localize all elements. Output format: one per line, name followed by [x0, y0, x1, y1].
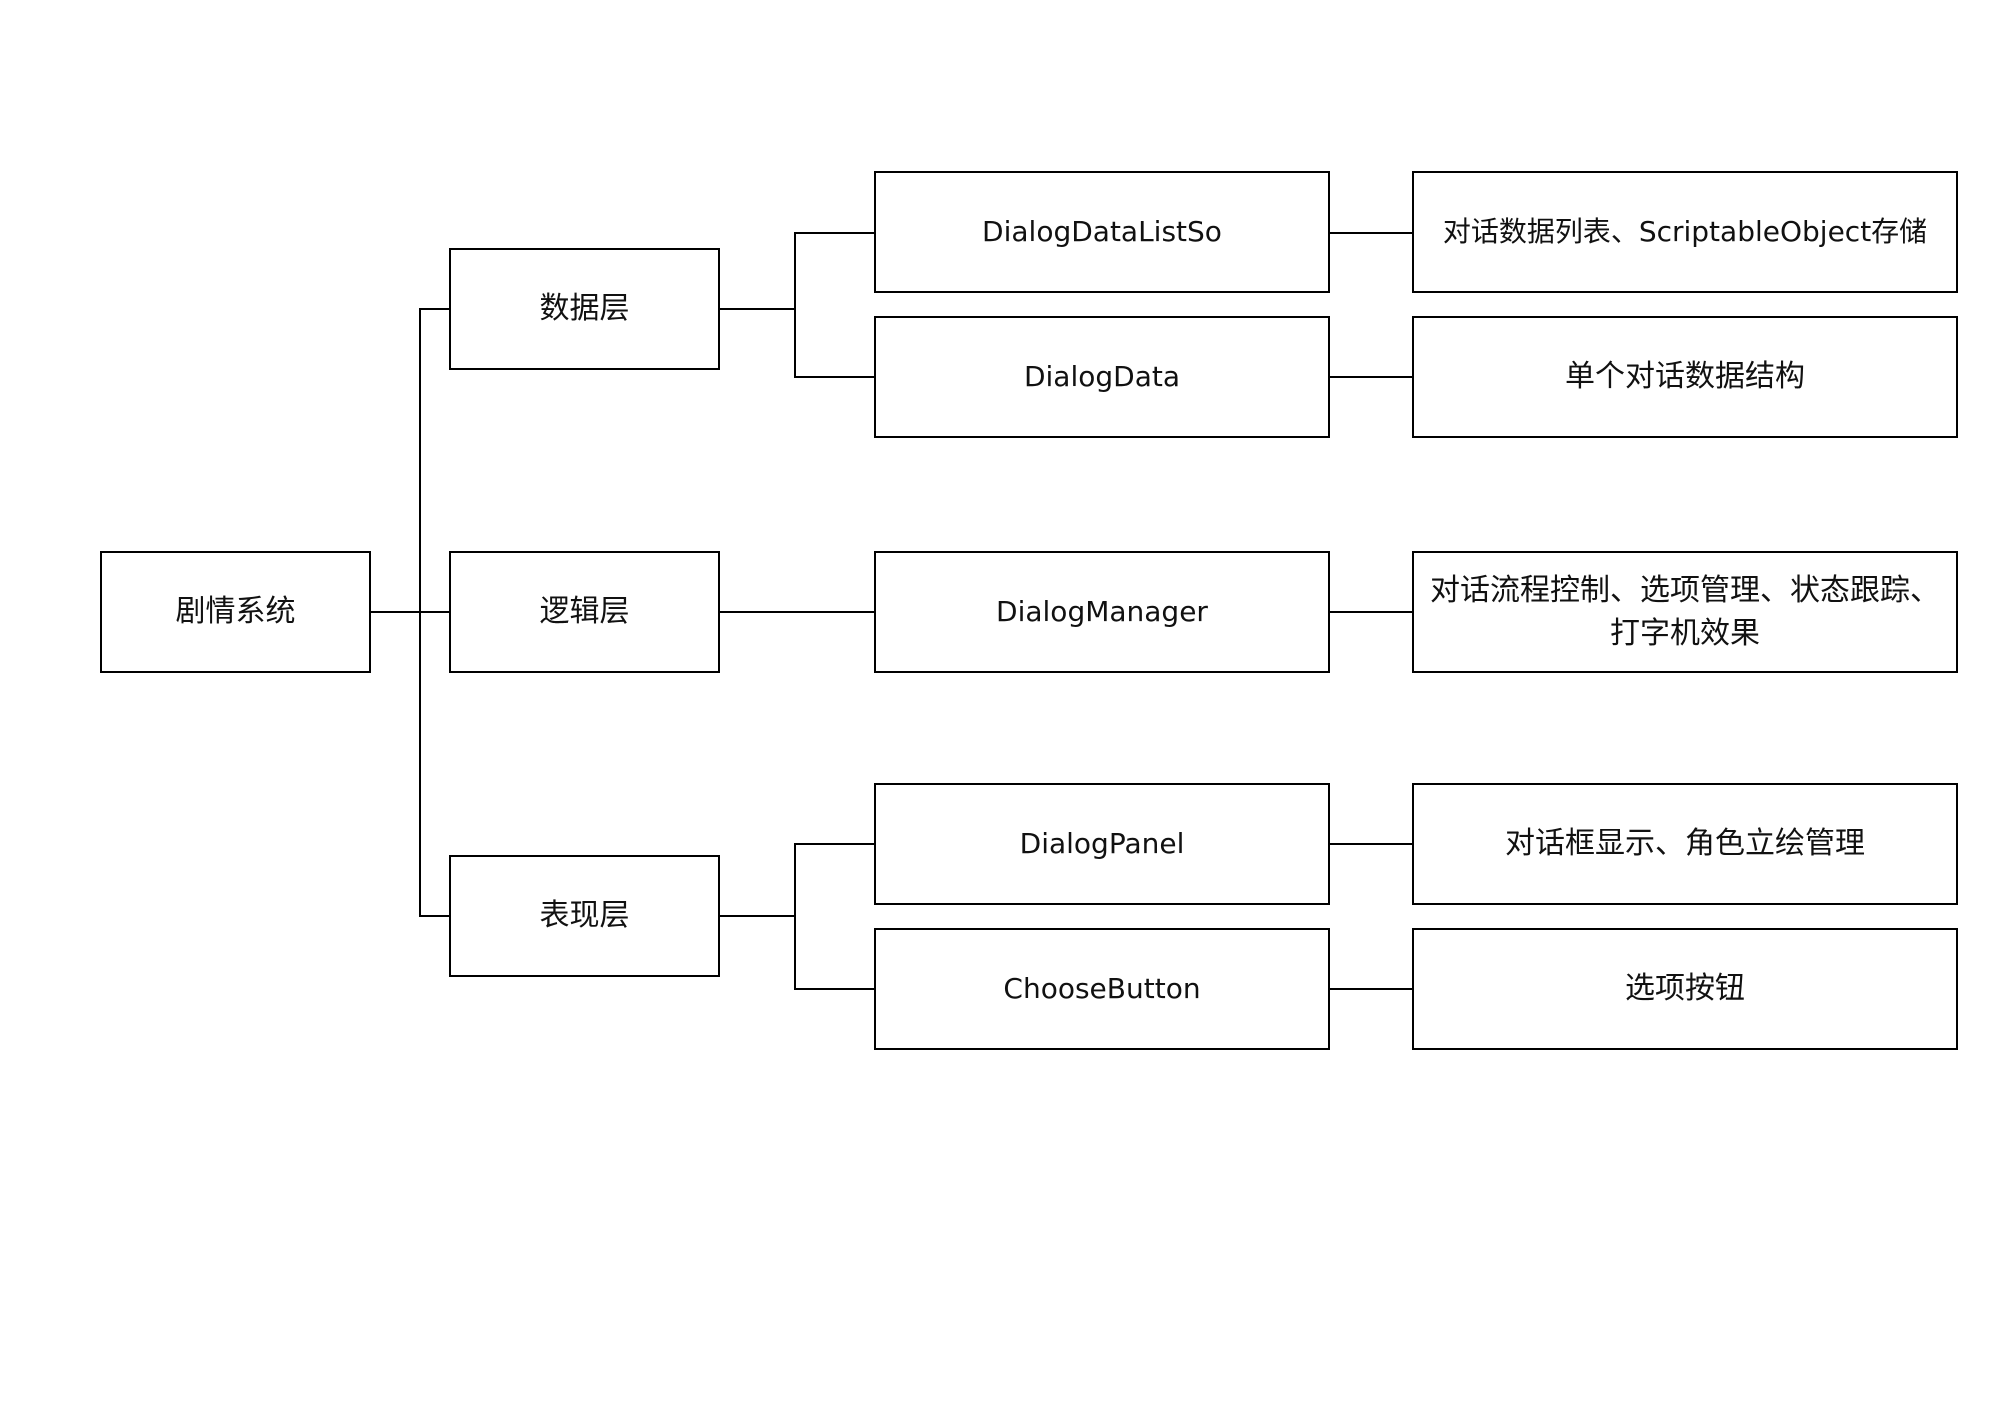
connector-root-trunk: [371, 611, 421, 613]
dialog-data-description: 单个对话数据结构: [1565, 359, 1805, 394]
presentation-layer-node: 表现层: [449, 855, 720, 977]
dialog-manager-description: 对话流程控制、选项管理、状态跟踪、打字机效果: [1430, 573, 1940, 651]
dialog-data-label: DialogData: [1023, 360, 1181, 393]
logic-layer-node: 逻辑层: [449, 551, 720, 673]
dialog-manager-label: DialogManager: [996, 595, 1208, 628]
dialog-data-node: DialogData: [874, 316, 1330, 438]
connector-choose-button-desc: [1328, 988, 1414, 990]
connector-presentation-layer-trunk: [720, 915, 796, 917]
connector-to-choose-button: [794, 988, 876, 990]
connector-presentation-layer-spine: [794, 843, 796, 990]
choose-button-label: ChooseButton: [1003, 972, 1201, 1005]
choose-button-description: 选项按钮: [1625, 971, 1745, 1006]
dialog-panel-description-node: 对话框显示、角色立绘管理: [1412, 783, 1958, 905]
root-label: 剧情系统: [175, 594, 296, 629]
connector-data-layer-trunk: [720, 308, 796, 310]
data-layer-label: 数据层: [539, 291, 630, 326]
dialog-panel-node: DialogPanel: [874, 783, 1330, 905]
connector-to-dialog-panel: [794, 843, 876, 845]
dialog-data-list-so-description-node: 对话数据列表、ScriptableObject存储: [1412, 171, 1958, 293]
dialog-data-description-node: 单个对话数据结构: [1412, 316, 1958, 438]
dialog-data-list-so-description: 对话数据列表、ScriptableObject存储: [1442, 215, 1928, 248]
dialog-data-list-so-node: DialogDataListSo: [874, 171, 1330, 293]
choose-button-node: ChooseButton: [874, 928, 1330, 1050]
connector-to-logic-layer: [419, 611, 451, 613]
connector-dialog-data-list-so-desc: [1328, 232, 1414, 234]
dialog-manager-node: DialogManager: [874, 551, 1330, 673]
dialog-manager-description-node: 对话流程控制、选项管理、状态跟踪、打字机效果: [1412, 551, 1958, 673]
dialog-data-list-so-label: DialogDataListSo: [982, 215, 1222, 248]
choose-button-description-node: 选项按钮: [1412, 928, 1958, 1050]
connector-to-dialog-manager: [720, 611, 876, 613]
dialog-panel-description: 对话框显示、角色立绘管理: [1505, 826, 1865, 861]
dialog-panel-label: DialogPanel: [1019, 827, 1185, 860]
logic-layer-label: 逻辑层: [539, 594, 630, 629]
connector-to-presentation-layer: [419, 915, 451, 917]
connector-to-dialog-data: [794, 376, 876, 378]
data-layer-node: 数据层: [449, 248, 720, 370]
connector-dialog-data-desc: [1328, 376, 1414, 378]
presentation-layer-label: 表现层: [539, 898, 630, 933]
connector-data-layer-spine: [794, 232, 796, 378]
root-node: 剧情系统: [100, 551, 371, 673]
connector-dialog-manager-desc: [1328, 611, 1414, 613]
connector-dialog-panel-desc: [1328, 843, 1414, 845]
connector-to-dialog-data-list-so: [794, 232, 876, 234]
connector-to-data-layer: [419, 308, 451, 310]
